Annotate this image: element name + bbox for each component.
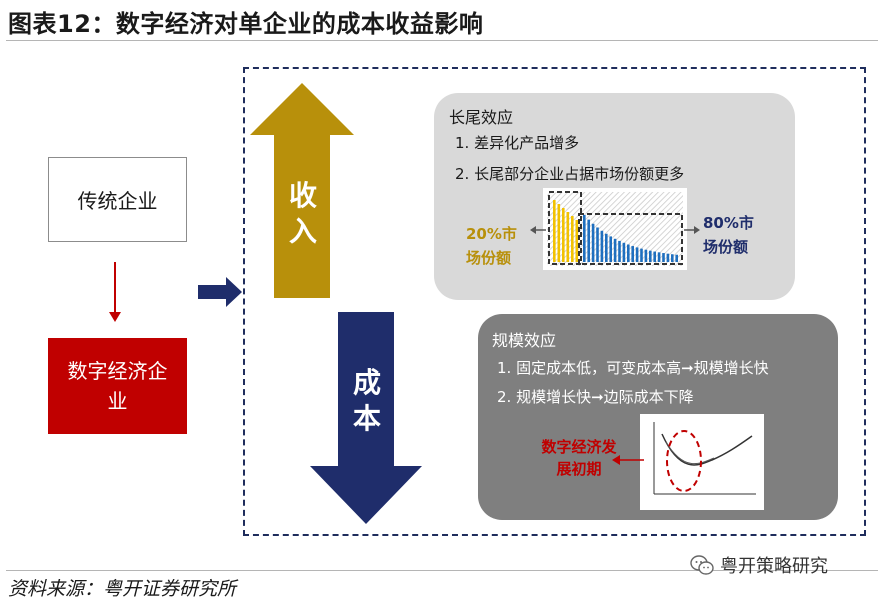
- right-pointer-arrow: [684, 226, 700, 234]
- head-bar: [575, 220, 579, 262]
- head-bar: [566, 212, 570, 262]
- digital-economy-enterprise-box: 数字经济企业: [48, 338, 187, 434]
- head-dashed-box: [548, 191, 582, 265]
- tail-bar: [635, 247, 639, 262]
- traditional-enterprise-label: 传统企业: [77, 189, 158, 213]
- revenue-up-arrow: [250, 83, 354, 298]
- early-stage-label: 数字经济发展初期: [541, 438, 617, 478]
- tail-dashed-box: [578, 213, 683, 265]
- tail-bar: [675, 254, 678, 262]
- tail-bar: [644, 249, 648, 262]
- head-bars-group: [553, 200, 579, 262]
- scale-point-2: 2. 规模增长快➞边际成本下降: [497, 388, 694, 406]
- tail-bars-group: [583, 215, 678, 262]
- tail-bar: [583, 215, 586, 262]
- early-stage-ellipse: [666, 430, 702, 492]
- tail-bar: [605, 233, 608, 262]
- scale-point-1: 1. 固定成本低，可变成本高➞规模增长快: [497, 359, 769, 377]
- title-divider: [6, 40, 878, 41]
- tail-bar: [671, 254, 674, 262]
- watermark-text: 粤开策略研究: [720, 556, 828, 577]
- head-bar: [571, 216, 574, 262]
- tail-bar: [622, 242, 626, 262]
- tail-bar: [627, 244, 630, 262]
- watermark: 粤开策略研究: [690, 552, 828, 578]
- head-bar: [557, 204, 561, 262]
- long-tail-chart: [543, 188, 687, 270]
- long-tail-heading: 长尾效应: [449, 108, 514, 127]
- tail-bar: [609, 236, 612, 262]
- cost-text: 成本: [353, 366, 382, 435]
- tail-bar: [640, 248, 643, 262]
- head-bar: [562, 208, 565, 262]
- source-note: 资料来源：粤开证券研究所: [8, 578, 237, 600]
- page-title: 图表12：数字经济对单企业的成本收益影响: [8, 10, 484, 38]
- traditional-enterprise-box: 传统企业: [48, 157, 187, 242]
- down-arrow-connector: [109, 262, 121, 322]
- tail-share-label: 80%市场份额: [703, 214, 754, 256]
- long-tail-point-2: 2. 长尾部分企业占据市场份额更多: [455, 165, 685, 183]
- digital-economy-enterprise-label: 数字经济企业: [67, 359, 168, 413]
- scale-heading: 规模效应: [492, 331, 557, 350]
- revenue-text: 收入: [289, 179, 318, 248]
- tail-bar: [600, 230, 604, 262]
- tail-bar: [618, 240, 621, 262]
- stage-pointer-arrow: [612, 455, 644, 465]
- tail-bar: [631, 246, 634, 262]
- tail-bar: [666, 253, 670, 262]
- dashed-frame: [243, 67, 866, 536]
- head-bar: [553, 200, 556, 262]
- tail-bar: [613, 238, 617, 262]
- tail-bar: [587, 219, 590, 262]
- head-share-label: 20%市场份额: [466, 225, 517, 267]
- cost-curve-chart: [640, 414, 764, 510]
- right-arrow: [198, 277, 242, 307]
- revenue-arrow-label: 收入: [280, 178, 326, 250]
- tail-bar: [596, 227, 599, 262]
- tail-bar: [662, 253, 665, 262]
- tail-bar: [649, 250, 652, 262]
- cost-arrow-label: 成本: [344, 365, 390, 437]
- source-divider: [6, 570, 878, 571]
- long-tail-point-1: 1. 差异化产品增多: [455, 134, 580, 152]
- tail-bar: [653, 251, 656, 262]
- left-pointer-arrow: [530, 226, 546, 234]
- wechat-icon: [690, 555, 714, 575]
- tail-bar: [591, 223, 595, 262]
- cost-down-arrow: [310, 312, 422, 524]
- tail-bar: [657, 252, 661, 262]
